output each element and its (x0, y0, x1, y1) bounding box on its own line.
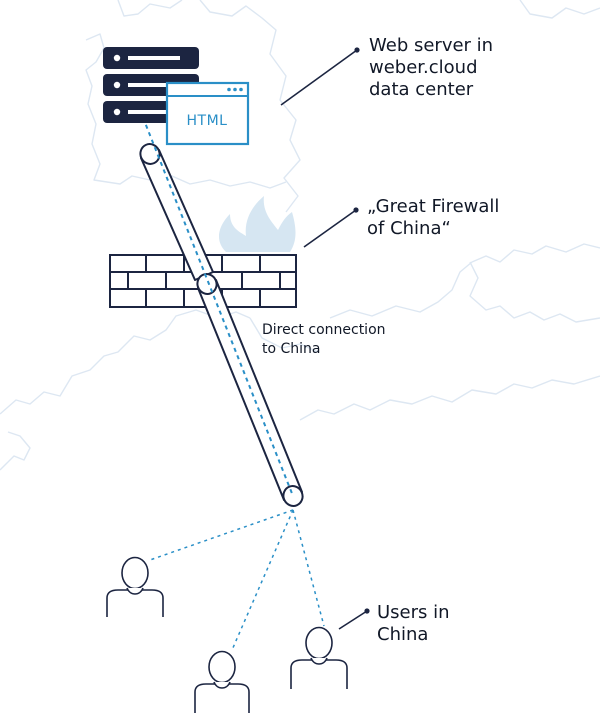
webserver-label-line-3: data center (369, 79, 474, 100)
user-connection-lines (149, 509, 325, 651)
tunnel-pipe-icon (139, 109, 304, 507)
user-icon (106, 556, 164, 617)
user-icon (194, 650, 250, 713)
browser-window-icon: HTML (165, 81, 250, 146)
users-label-line-1: Users in (377, 602, 450, 623)
connection-label-line-1: Direct connection (262, 322, 386, 338)
leader-lines (280, 47, 370, 630)
firewall-label-line-2: of China“ (367, 218, 451, 239)
firewall-label: „Great Firewall of China“ (367, 196, 499, 240)
users-label: Users in China (377, 602, 450, 646)
webserver-label-line-1: Web server in (369, 35, 494, 56)
webserver-label: Web server in weber.cloud data center (369, 35, 493, 101)
connection-label: Direct connection to China (262, 321, 386, 359)
flame-icon (218, 196, 296, 252)
browser-window-text: HTML (187, 113, 228, 129)
user-icon (290, 626, 348, 689)
firewall-label-line-1: „Great Firewall (367, 196, 500, 217)
webserver-label-line-2: weber.cloud (369, 57, 478, 78)
connection-label-line-2: to China (262, 341, 321, 357)
map-outline (0, 0, 600, 471)
users-label-line-2: China (377, 624, 429, 645)
